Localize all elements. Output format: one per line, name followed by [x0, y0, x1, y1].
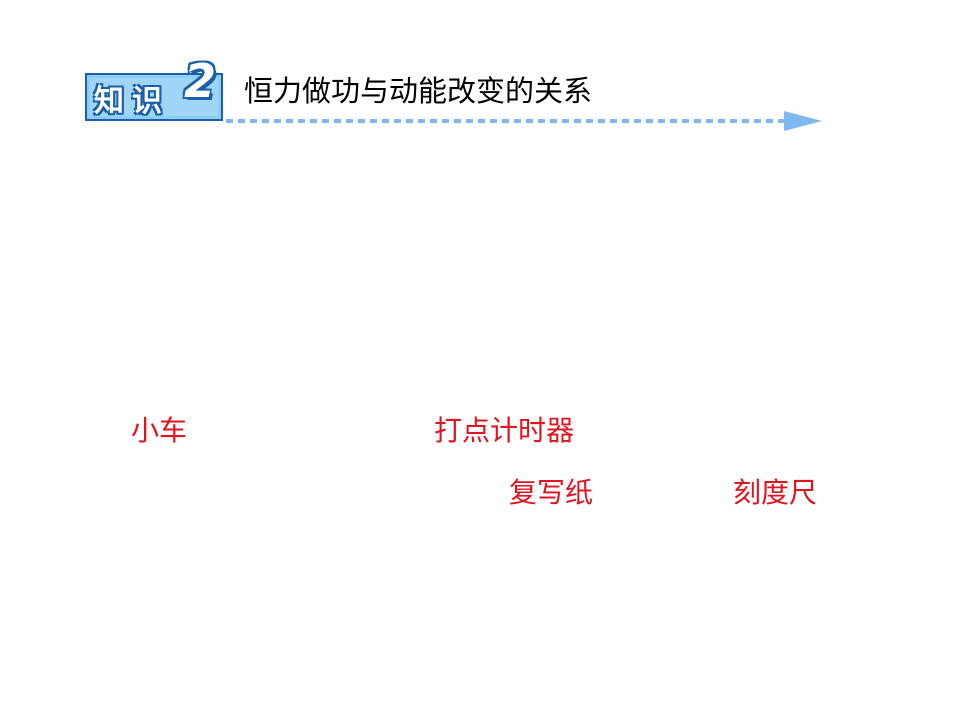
answer-timer: 打点计时器 — [434, 414, 575, 447]
answer-cart: 小车 — [131, 414, 188, 447]
dotted-arrow-decoration — [226, 111, 822, 131]
badge-label: 知识 — [94, 84, 170, 119]
answer-carbon-paper: 复写纸 — [509, 476, 594, 509]
badge-number: 2 — [184, 54, 217, 108]
section-badge: 知识 — [84, 64, 224, 122]
page-title: 恒力做功与动能改变的关系 — [244, 74, 593, 108]
badge-background — [85, 73, 223, 121]
answer-ruler: 刻度尺 — [733, 476, 818, 509]
